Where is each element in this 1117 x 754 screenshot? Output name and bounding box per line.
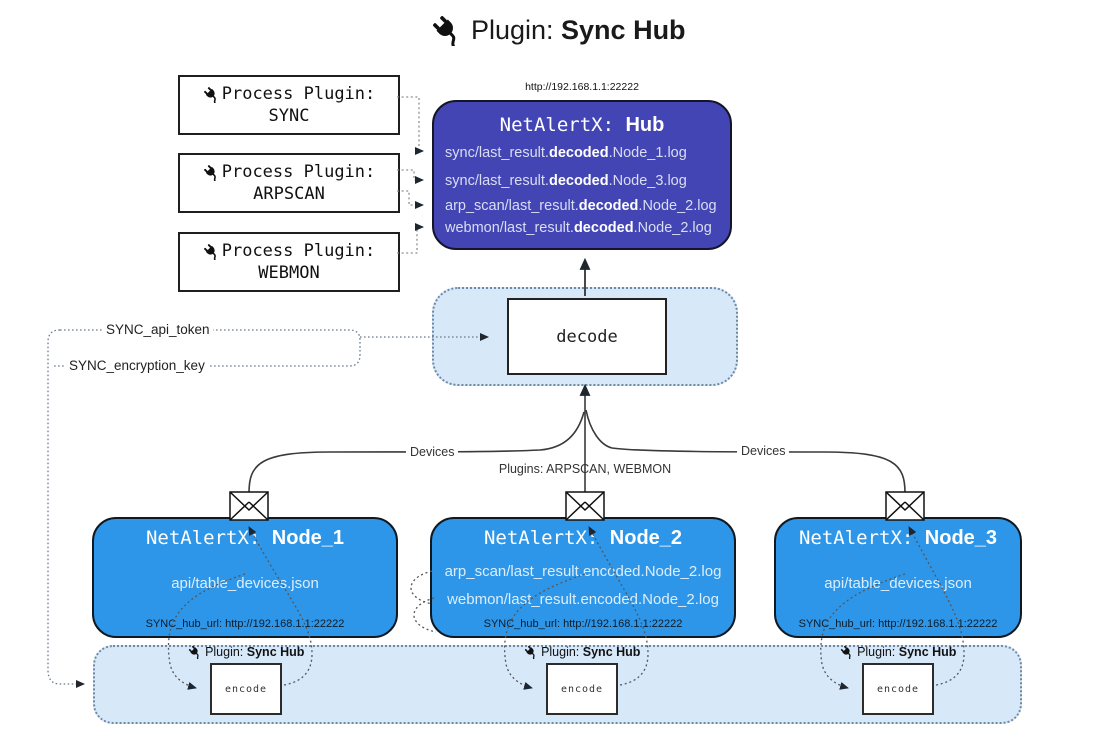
plugins-label-mid: Plugins: ARPSCAN, WEBMON bbox=[498, 462, 672, 476]
node-hub-url: SYNC_hub_url: http://192.168.1.1:22222 bbox=[798, 618, 998, 630]
node-file-line: api/table_devices.json bbox=[171, 575, 319, 592]
hub-box: NetAlertX: Hub sync/last_result.decoded.… bbox=[432, 100, 732, 250]
sync-api-token-label: SYNC_api_token bbox=[103, 322, 213, 337]
page-title-bold: Sync Hub bbox=[561, 15, 686, 45]
plug-icon bbox=[840, 645, 854, 659]
hub-log-line: sync/last_result.decoded.Node_3.log bbox=[445, 173, 687, 189]
process-plugin-label: Process Plugin: bbox=[221, 84, 376, 104]
devices-label-left: Devices bbox=[406, 445, 459, 459]
encode-plugin-label: Plugin: Sync Hub bbox=[497, 645, 667, 659]
encode-label: encode bbox=[560, 683, 604, 695]
node-file-line: arp_scan/last_result.encoded.Node_2.log bbox=[444, 563, 722, 580]
page-title: Plugin: Sync Hub bbox=[0, 14, 1117, 46]
node-title: NetAlertX: Node_1 bbox=[145, 527, 345, 549]
sync-encryption-key-label: SYNC_encryption_key bbox=[66, 358, 208, 373]
process-plugin-label: Process Plugin: bbox=[221, 241, 376, 261]
plug-icon bbox=[203, 164, 220, 181]
encode-label: encode bbox=[224, 683, 268, 695]
node-file-line: api/table_devices.json bbox=[824, 575, 972, 592]
node-hub-url: SYNC_hub_url: http://192.168.1.1:22222 bbox=[145, 618, 345, 630]
plug-icon bbox=[188, 645, 202, 659]
devices-label-right: Devices bbox=[737, 444, 790, 458]
plug-icon bbox=[203, 86, 220, 103]
process-plugin-label: Process Plugin: bbox=[221, 162, 376, 182]
encode-box: encode bbox=[546, 663, 618, 715]
page-title-label: Plugin: bbox=[470, 15, 554, 45]
hub-log-line: sync/last_result.decoded.Node_1.log bbox=[445, 145, 687, 161]
process-plugin-name: WEBMON bbox=[258, 263, 320, 283]
process-plugin-webmon: Process Plugin: WEBMON bbox=[178, 232, 400, 292]
node-file-line: webmon/last_result.encoded.Node_2.log bbox=[447, 591, 719, 608]
decode-label: decode bbox=[556, 326, 618, 347]
node-hub-url: SYNC_hub_url: http://192.168.1.1:22222 bbox=[483, 618, 683, 630]
hub-title: NetAlertX: Hub bbox=[434, 114, 730, 137]
plug-icon bbox=[524, 645, 538, 659]
process-plugin-arpscan: Process Plugin: ARPSCAN bbox=[178, 153, 400, 213]
hub-log-line: arp_scan/last_result.decoded.Node_2.log bbox=[445, 198, 717, 214]
node-1-box: NetAlertX: Node_1 api/table_devices.json… bbox=[92, 517, 398, 638]
process-plugin-sync: Process Plugin: SYNC bbox=[178, 75, 400, 135]
node-2-box: NetAlertX: Node_2 arp_scan/last_result.e… bbox=[430, 517, 736, 638]
hub-url: http://192.168.1.1:22222 bbox=[525, 81, 639, 93]
plug-icon bbox=[203, 243, 220, 260]
encode-plugin-label: Plugin: Sync Hub bbox=[813, 645, 983, 659]
hub-log-line: webmon/last_result.decoded.Node_2.log bbox=[445, 220, 712, 236]
node-title: NetAlertX: Node_2 bbox=[483, 527, 683, 549]
encode-box: encode bbox=[210, 663, 282, 715]
node-3-box: NetAlertX: Node_3 api/table_devices.json… bbox=[774, 517, 1022, 638]
hub-title-name: NetAlertX: bbox=[499, 114, 626, 136]
process-plugin-name: SYNC bbox=[268, 106, 310, 126]
decode-box: decode bbox=[507, 298, 667, 375]
plug-icon bbox=[431, 14, 463, 46]
encode-label: encode bbox=[876, 683, 920, 695]
hub-title-bold: Hub bbox=[625, 114, 665, 136]
encode-box: encode bbox=[862, 663, 934, 715]
node-title: NetAlertX: Node_3 bbox=[798, 527, 998, 549]
process-plugin-name: ARPSCAN bbox=[253, 184, 325, 204]
encode-plugin-label: Plugin: Sync Hub bbox=[161, 645, 331, 659]
